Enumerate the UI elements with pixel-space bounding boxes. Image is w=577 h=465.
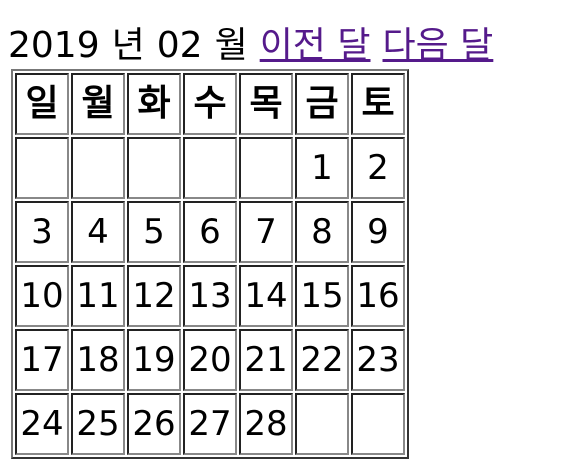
week-row: 24 25 26 27 28 (15, 393, 405, 455)
day-cell: 25 (71, 393, 125, 455)
week-row: 3 4 5 6 7 8 9 (15, 201, 405, 263)
day-cell: 14 (239, 265, 293, 327)
day-cell (239, 137, 293, 199)
day-cell: 13 (183, 265, 237, 327)
calendar-table: 일 월 화 수 목 금 토 1 2 3 4 5 6 7 8 9 10 (11, 69, 409, 459)
day-cell: 24 (15, 393, 69, 455)
week-row: 17 18 19 20 21 22 23 (15, 329, 405, 391)
day-cell: 4 (71, 201, 125, 263)
day-cell (351, 393, 405, 455)
day-cell: 21 (239, 329, 293, 391)
day-cell: 5 (127, 201, 181, 263)
weekday-wed: 수 (183, 73, 237, 135)
day-cell: 20 (183, 329, 237, 391)
weekday-row: 일 월 화 수 목 금 토 (15, 73, 405, 135)
weekday-mon: 월 (71, 73, 125, 135)
day-cell: 28 (239, 393, 293, 455)
year-text: 2019 (8, 25, 100, 66)
day-cell: 18 (71, 329, 125, 391)
prev-month-link[interactable]: 이전 달 (259, 25, 371, 66)
day-cell: 11 (71, 265, 125, 327)
day-cell (15, 137, 69, 199)
day-cell: 26 (127, 393, 181, 455)
day-cell: 10 (15, 265, 69, 327)
weekday-tue: 화 (127, 73, 181, 135)
day-cell: 16 (351, 265, 405, 327)
week-row: 1 2 (15, 137, 405, 199)
month-suffix: 월 (214, 25, 248, 66)
day-cell: 27 (183, 393, 237, 455)
day-cell: 17 (15, 329, 69, 391)
day-cell: 7 (239, 201, 293, 263)
weekday-fri: 금 (295, 73, 349, 135)
weekday-thu: 목 (239, 73, 293, 135)
day-cell: 9 (351, 201, 405, 263)
day-cell: 1 (295, 137, 349, 199)
day-cell: 12 (127, 265, 181, 327)
day-cell: 19 (127, 329, 181, 391)
day-cell: 15 (295, 265, 349, 327)
day-cell: 8 (295, 201, 349, 263)
week-row: 10 11 12 13 14 15 16 (15, 265, 405, 327)
day-cell (127, 137, 181, 199)
day-cell: 22 (295, 329, 349, 391)
day-cell: 3 (15, 201, 69, 263)
month-text: 02 (156, 25, 203, 66)
day-cell (295, 393, 349, 455)
weekday-sun: 일 (15, 73, 69, 135)
day-cell: 2 (351, 137, 405, 199)
day-cell (71, 137, 125, 199)
year-suffix: 년 (111, 25, 145, 66)
next-month-link[interactable]: 다음 달 (382, 25, 494, 66)
day-cell: 23 (351, 329, 405, 391)
day-cell (183, 137, 237, 199)
day-cell: 6 (183, 201, 237, 263)
calendar-header: 2019 년 02 월 이전 달 다음 달 (8, 22, 493, 70)
weekday-sat: 토 (351, 73, 405, 135)
